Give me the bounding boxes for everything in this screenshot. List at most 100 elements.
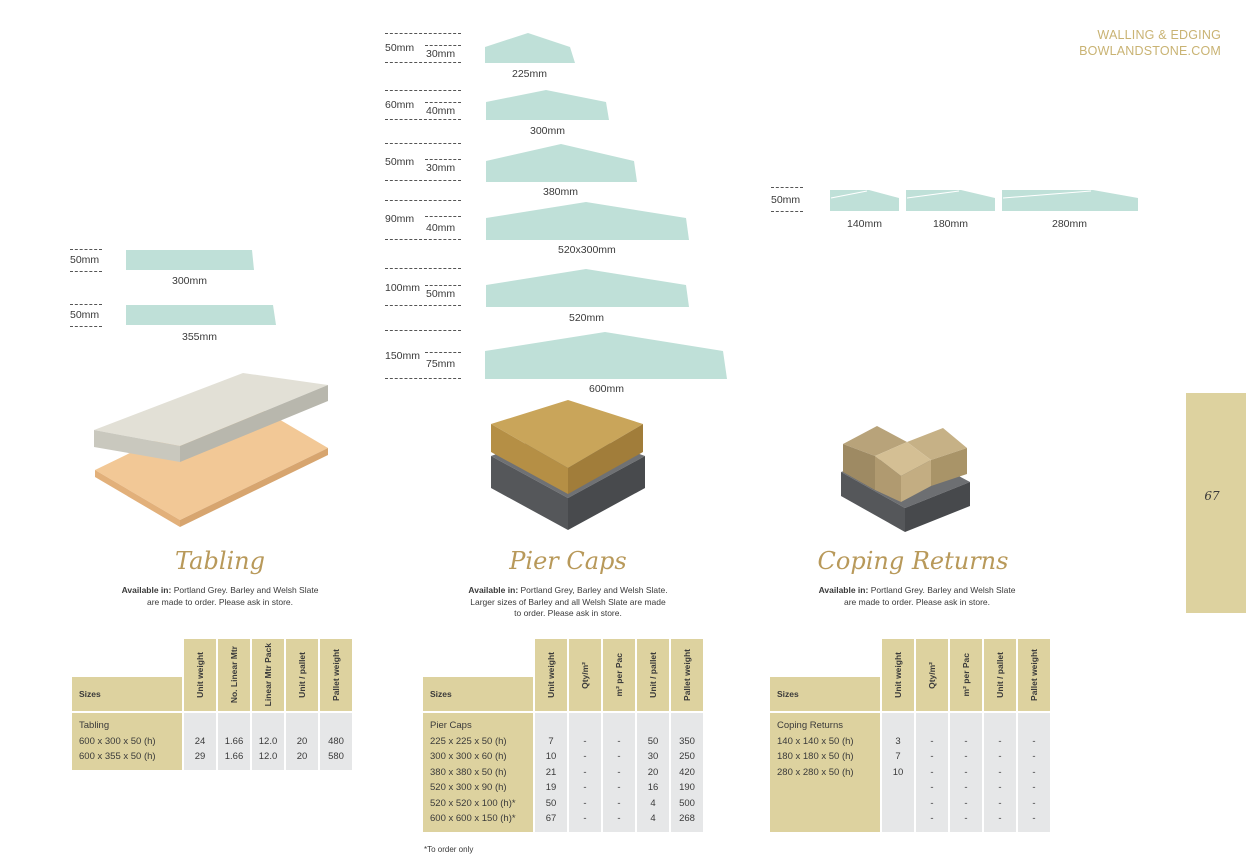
dim-line [385, 143, 461, 144]
table-cell: - [1032, 735, 1036, 747]
table-cell: 580 [328, 751, 344, 762]
table-cell: - [930, 782, 934, 793]
table-cell: - [930, 813, 934, 824]
table-cell: 20 [296, 735, 308, 747]
table-cell: - [998, 813, 1002, 824]
table-cell: 24 [194, 735, 206, 747]
spacer [671, 718, 703, 734]
dim-line [385, 268, 461, 269]
table-cell: - [964, 782, 968, 793]
table-cell: - [964, 813, 968, 824]
size-label: 520 x 520 x 100 (h)* [430, 797, 516, 809]
dim-line [425, 159, 461, 160]
table-cell: 4 [650, 797, 656, 809]
coping-width-2: 180mm [933, 218, 969, 230]
table-cell: 10 [545, 751, 557, 762]
table-cell: - [583, 751, 587, 762]
dim-line [385, 378, 461, 379]
sizes-label: Sizes [72, 677, 182, 711]
avail-line: Portland Grey, Barley and Welsh Slate. [518, 585, 668, 595]
coping-profile-140 [830, 190, 899, 211]
spacer [984, 718, 1016, 734]
dim-line [70, 271, 102, 272]
pier-width-6: 600mm [589, 383, 625, 395]
column-label: Qty/m² [927, 661, 937, 689]
spacer [950, 718, 982, 734]
pier-width-4: 520x300mm [558, 244, 616, 256]
tabling-width-1: 300mm [172, 275, 208, 287]
spacer [320, 718, 352, 734]
value-column: ------ [1018, 713, 1050, 832]
table-cell: 20 [647, 766, 659, 778]
table-cell: 350 [679, 735, 695, 747]
pier-edge-3: 30mm [426, 162, 456, 174]
tabling-title: Tabling [175, 547, 265, 575]
spacer [286, 718, 318, 734]
column-label: No. Linear Mtr [229, 646, 239, 704]
tabling-profile-355 [126, 305, 276, 325]
avail-line: are made to order. Please ask in store. [147, 596, 293, 607]
table-cell [882, 796, 914, 812]
pier-edge-2: 40mm [426, 105, 456, 117]
table-cell: - [998, 797, 1002, 809]
column-header: Qty/m² [569, 639, 601, 711]
column-header: Unit weight [184, 639, 216, 711]
table-cell: 50 [647, 735, 659, 747]
pier-width-1: 225mm [512, 68, 548, 80]
spacer [603, 718, 635, 734]
table-cell: - [617, 782, 621, 793]
product-group-label: Pier Caps [430, 720, 472, 731]
size-label: 225 x 225 x 50 (h) [430, 735, 507, 747]
table-cell: - [964, 766, 968, 778]
dim-line [425, 352, 461, 353]
spacer [535, 718, 567, 734]
column-label: Pallet weight [682, 649, 692, 701]
column-label: Unit / pallet [995, 652, 1005, 698]
table-cell: 190 [679, 782, 695, 793]
size-label: 280 x 280 x 50 (h) [777, 766, 854, 778]
table-cell: - [964, 735, 968, 747]
dim-line [70, 326, 102, 327]
avail-label: Available in: [121, 585, 172, 595]
spacer [184, 718, 216, 734]
table-cell: - [617, 797, 621, 809]
table-cell: 1.66 [224, 751, 244, 762]
column-label: Unit weight [893, 652, 903, 698]
table-cell: 19 [545, 782, 557, 793]
dim-line [70, 304, 102, 305]
table-cell [882, 780, 914, 796]
pier-profile-225 [485, 33, 575, 63]
size-label [777, 796, 873, 812]
table-cell: - [964, 797, 968, 809]
table-cell: 16 [647, 782, 659, 793]
pier-width-5: 520mm [569, 312, 605, 324]
pier-edge-6: 75mm [426, 358, 456, 370]
table-cell: - [617, 813, 621, 824]
table-cell: - [583, 813, 587, 824]
size-label: 140 x 140 x 50 (h) [777, 735, 854, 747]
column-header: m² per Pac [603, 639, 635, 711]
pier-width-3: 380mm [543, 186, 579, 198]
avail-label: Available in: [818, 585, 869, 595]
value-column: ------ [569, 713, 601, 832]
column-label: Unit / pallet [297, 652, 307, 698]
spacer [1018, 718, 1050, 734]
size-label: 600 x 600 x 150 (h)* [430, 813, 516, 824]
table-cell: - [583, 782, 587, 793]
table-cell: 268 [679, 813, 695, 824]
table-cell: - [583, 766, 587, 778]
column-header: Unit / pallet [984, 639, 1016, 711]
table-cell: 1.66 [224, 735, 244, 747]
pier-profile-520x300 [486, 202, 689, 240]
spacer [882, 718, 914, 734]
pier-height-3: 50mm [385, 156, 415, 168]
sizes-label: Sizes [770, 677, 880, 711]
table-cell: 10 [892, 766, 904, 778]
dim-line [771, 211, 803, 212]
